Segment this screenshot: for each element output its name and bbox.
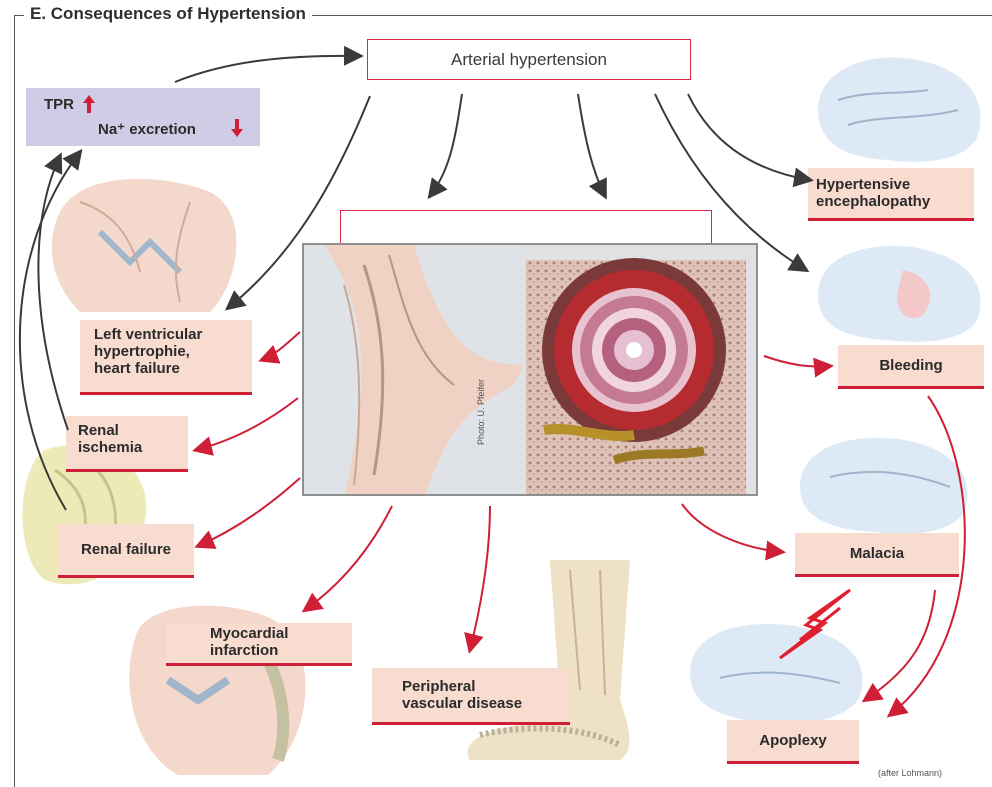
- brain-illustration-1: [808, 50, 988, 165]
- box-renal-failure: Renal failure: [58, 524, 194, 578]
- tpr-box: TPR Na⁺ excretion: [26, 88, 260, 146]
- arrow-panel-to-bleeding: [764, 356, 830, 367]
- arrow-panel-to-lvh: [262, 332, 300, 360]
- lightning-icon: [770, 588, 860, 668]
- arrow-panel-to-myocardial: [305, 506, 392, 610]
- box-malacia: Malacia: [795, 533, 959, 577]
- box-renal-ischemia: Renal ischemia: [66, 416, 188, 472]
- brain-illustration-2: [808, 240, 988, 345]
- arrow-malacia-to-apoplexy: [865, 590, 935, 700]
- arrow-panel-to-renal-ischemia: [196, 398, 298, 450]
- leg-foot-illustration: [460, 560, 640, 770]
- arrow-hypertension-to-box-left: [430, 94, 462, 196]
- arterial-hypertension-label: Arterial hypertension: [451, 50, 607, 70]
- tpr-label: TPR: [44, 96, 74, 113]
- arterial-hypertension-box: Arterial hypertension: [367, 39, 691, 80]
- box-hypertensive-encephalopathy: Hypertensive encephalopathy: [808, 168, 974, 221]
- arrow-tpr-to-hypertension: [175, 56, 360, 82]
- arrow-panel-to-renal-failure: [198, 478, 300, 546]
- arrow-hypertension-to-box-right: [578, 94, 605, 196]
- arrow-panel-to-malacia: [682, 504, 782, 552]
- tpr-up-arrow-icon: [82, 94, 96, 114]
- frame-left-line: [14, 15, 15, 787]
- source-credit: (after Lohmann): [878, 768, 942, 778]
- box-peripheral-vascular-disease: Peripheral vascular disease: [372, 668, 570, 725]
- na-down-arrow-icon: [230, 118, 244, 138]
- arteriole-photo-panel: Photo: U. Pfeifer: [302, 243, 758, 496]
- figure-title: E. Consequences of Hypertension: [24, 4, 312, 24]
- heart-illustration-upper: [40, 172, 250, 322]
- box-apoplexy: Apoplexy: [727, 720, 859, 764]
- vessel-illustration: [304, 245, 758, 496]
- brain-illustration-3: [790, 432, 975, 537]
- arrow-hypertension-to-encephalopathy: [688, 94, 810, 180]
- na-excretion-label: Na⁺ excretion: [98, 120, 196, 138]
- box-myocardial-infarction: Myocardial infarction: [166, 623, 352, 666]
- photo-credit: Photo: U. Pfeifer: [476, 379, 486, 445]
- box-left-ventricular-hypertrophie: Left ventricular hypertrophie, heart fai…: [80, 320, 252, 395]
- box-bleeding: Bleeding: [838, 345, 984, 389]
